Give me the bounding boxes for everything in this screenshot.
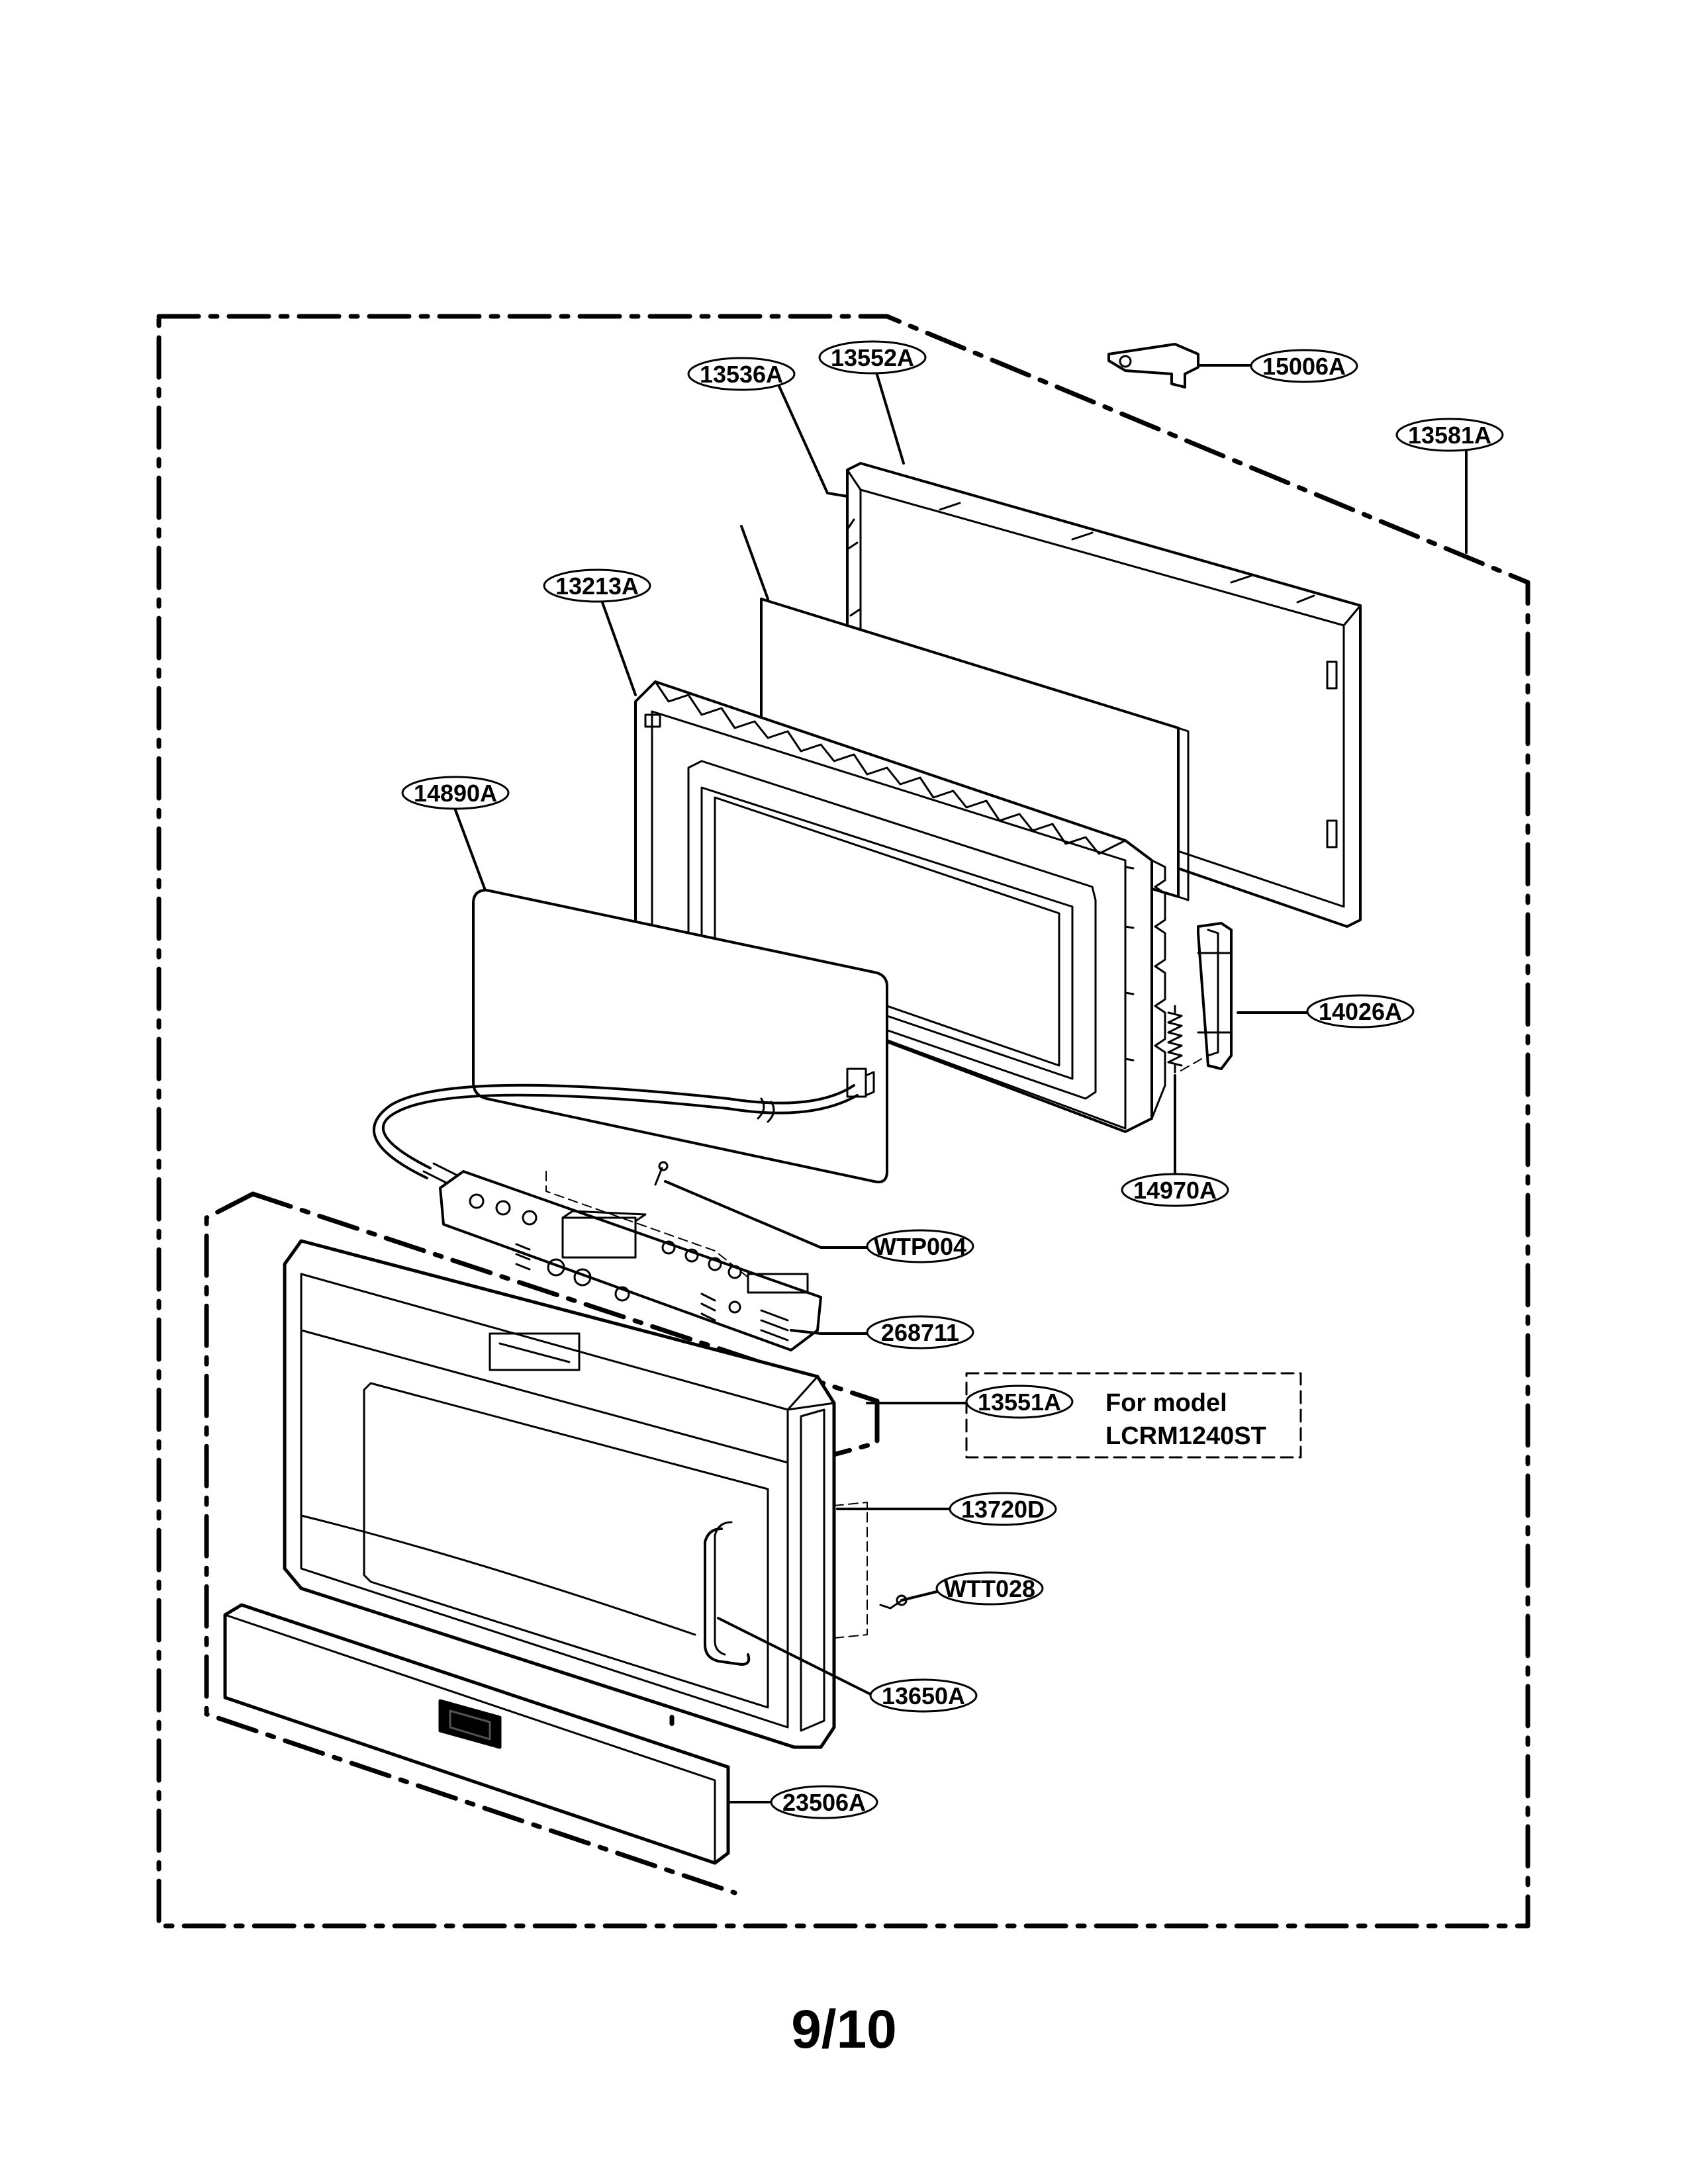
part-label-23506A: 23506A xyxy=(782,1789,866,1816)
label-oval-14970A xyxy=(1121,1173,1229,1207)
part-label-268711: 268711 xyxy=(881,1319,959,1346)
label-oval-13551A xyxy=(965,1385,1074,1419)
bracket-part xyxy=(1107,343,1199,388)
part-label-14890A: 14890A xyxy=(414,780,497,807)
label-oval-WTT028 xyxy=(935,1571,1044,1606)
model-note-line2: LCRM1240ST xyxy=(1105,1422,1266,1450)
pcb-part xyxy=(439,1170,822,1351)
label-oval-13552A xyxy=(818,340,927,375)
label-oval-13213A xyxy=(543,569,651,603)
outer-assembly-boundary xyxy=(156,314,1530,1929)
label-oval-13650A xyxy=(869,1678,978,1713)
label-oval-15006A xyxy=(1250,349,1358,383)
part-label-13581A: 13581A xyxy=(1408,422,1491,449)
part-label-WTT028: WTT028 xyxy=(944,1575,1035,1602)
label-oval-WTP004 xyxy=(866,1229,974,1263)
handle-trim-part xyxy=(223,1603,730,1865)
part-label-WTP004: WTP004 xyxy=(874,1233,966,1260)
alignment-lines xyxy=(833,1058,1202,1639)
label-oval-13720D xyxy=(949,1492,1057,1526)
leader-lines xyxy=(454,358,1468,1803)
screw-wtt028 xyxy=(879,1594,908,1610)
part-label-13720D: 13720D xyxy=(961,1496,1045,1523)
latch-part xyxy=(1197,922,1233,1070)
part-label-13536A: 13536A xyxy=(700,361,783,388)
spring-part xyxy=(1167,1005,1183,1073)
label-oval-14026A xyxy=(1306,994,1415,1028)
label-oval-23506A xyxy=(770,1785,878,1819)
screw-wtp004 xyxy=(654,1161,669,1186)
part-label-13213A: 13213A xyxy=(555,572,639,600)
label-oval-13581A xyxy=(1395,418,1504,452)
part-label-14970A: 14970A xyxy=(1133,1177,1217,1204)
part-label-13650A: 13650A xyxy=(882,1682,965,1709)
label-ovals xyxy=(401,340,1504,1819)
label-oval-13536A xyxy=(687,357,796,391)
part-label-13551A: 13551A xyxy=(978,1388,1061,1416)
label-oval-14890A xyxy=(401,776,510,810)
model-note-line1: For model xyxy=(1105,1389,1227,1417)
part-label-15006A: 15006A xyxy=(1262,353,1346,380)
page-number: 9/10 xyxy=(791,1999,897,2060)
part-label-14026A: 14026A xyxy=(1319,998,1402,1025)
label-oval-268711 xyxy=(866,1315,974,1349)
part-labels: 15006A 13552A 13581A 13536A 13213A 14890… xyxy=(414,344,1491,1816)
part-label-13552A: 13552A xyxy=(831,344,914,371)
door-assembly-boundary xyxy=(204,1191,737,1895)
door-front-part xyxy=(283,1239,836,1749)
model-note-box xyxy=(965,1372,1302,1459)
